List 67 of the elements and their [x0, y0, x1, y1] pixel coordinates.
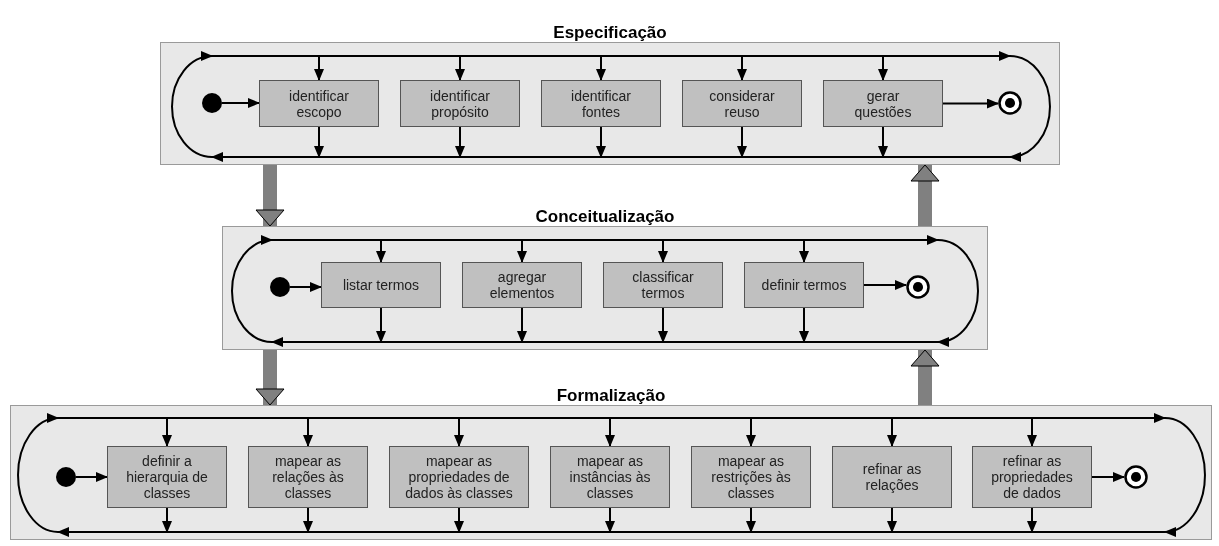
arrow — [878, 126, 888, 158]
arrow — [887, 417, 897, 447]
arrow — [162, 417, 172, 447]
arrow — [863, 280, 907, 290]
arrow — [605, 507, 615, 533]
activity-box: mapear as propriedades de dados às classes — [389, 446, 529, 508]
start-dot — [56, 467, 76, 487]
arrow — [454, 417, 464, 447]
arrow — [1091, 472, 1125, 482]
start-dot — [270, 277, 290, 297]
arrow — [162, 507, 172, 533]
activity-box: mapear as relações às classes — [248, 446, 368, 508]
activity-box: identificar fontes — [541, 80, 661, 127]
arrow — [454, 507, 464, 533]
activity-box: mapear as restrições às classes — [691, 446, 811, 508]
activity-box: definir a hierarquia de classes — [107, 446, 227, 508]
activity-box: identificar escopo — [259, 80, 379, 127]
arrow — [1027, 507, 1037, 533]
arrow — [596, 126, 606, 158]
arrow — [799, 307, 809, 343]
activity-box: classificar termos — [603, 262, 723, 308]
arrow — [376, 239, 386, 263]
arrow — [605, 417, 615, 447]
block-arrow — [255, 165, 285, 227]
arrow — [303, 417, 313, 447]
arrow — [887, 507, 897, 533]
activity-box: definir termos — [744, 262, 864, 308]
arrow — [376, 307, 386, 343]
arrow — [799, 239, 809, 263]
activity-box: refinar as relações — [832, 446, 952, 508]
arrow — [303, 507, 313, 533]
arrow — [1027, 417, 1037, 447]
arrow — [517, 307, 527, 343]
arrow — [75, 472, 108, 482]
arrow — [658, 307, 668, 343]
arrow — [314, 55, 324, 81]
end-bullseye — [998, 91, 1022, 115]
end-bullseye — [1124, 465, 1148, 489]
block-arrow — [255, 350, 285, 406]
arrow — [596, 55, 606, 81]
activity-box: considerar reuso — [682, 80, 802, 127]
block-arrow — [910, 349, 940, 405]
arrow — [746, 507, 756, 533]
arrow — [455, 55, 465, 81]
start-dot — [202, 93, 222, 113]
phase-title: Conceitualização — [535, 207, 675, 226]
phase-title: Formalização — [556, 386, 666, 405]
arrow — [658, 239, 668, 263]
arrow — [314, 126, 324, 158]
end-bullseye — [906, 275, 930, 299]
arrow — [737, 55, 747, 81]
arrow — [942, 98, 999, 109]
arrow — [517, 239, 527, 263]
activity-box: identificar propósito — [400, 80, 520, 127]
arrow — [878, 55, 888, 81]
block-arrow — [910, 164, 940, 226]
arrow — [455, 126, 465, 158]
arrow — [737, 126, 747, 158]
arrow — [289, 282, 322, 292]
arrow — [746, 417, 756, 447]
activity-box: listar termos — [321, 262, 441, 308]
activity-box: agregar elementos — [462, 262, 582, 308]
activity-box: mapear as instâncias às classes — [550, 446, 670, 508]
activity-box: refinar as propriedades de dados — [972, 446, 1092, 508]
arrow — [221, 98, 260, 108]
phase-title: Especificação — [553, 23, 667, 42]
activity-box: gerar questões — [823, 80, 943, 127]
